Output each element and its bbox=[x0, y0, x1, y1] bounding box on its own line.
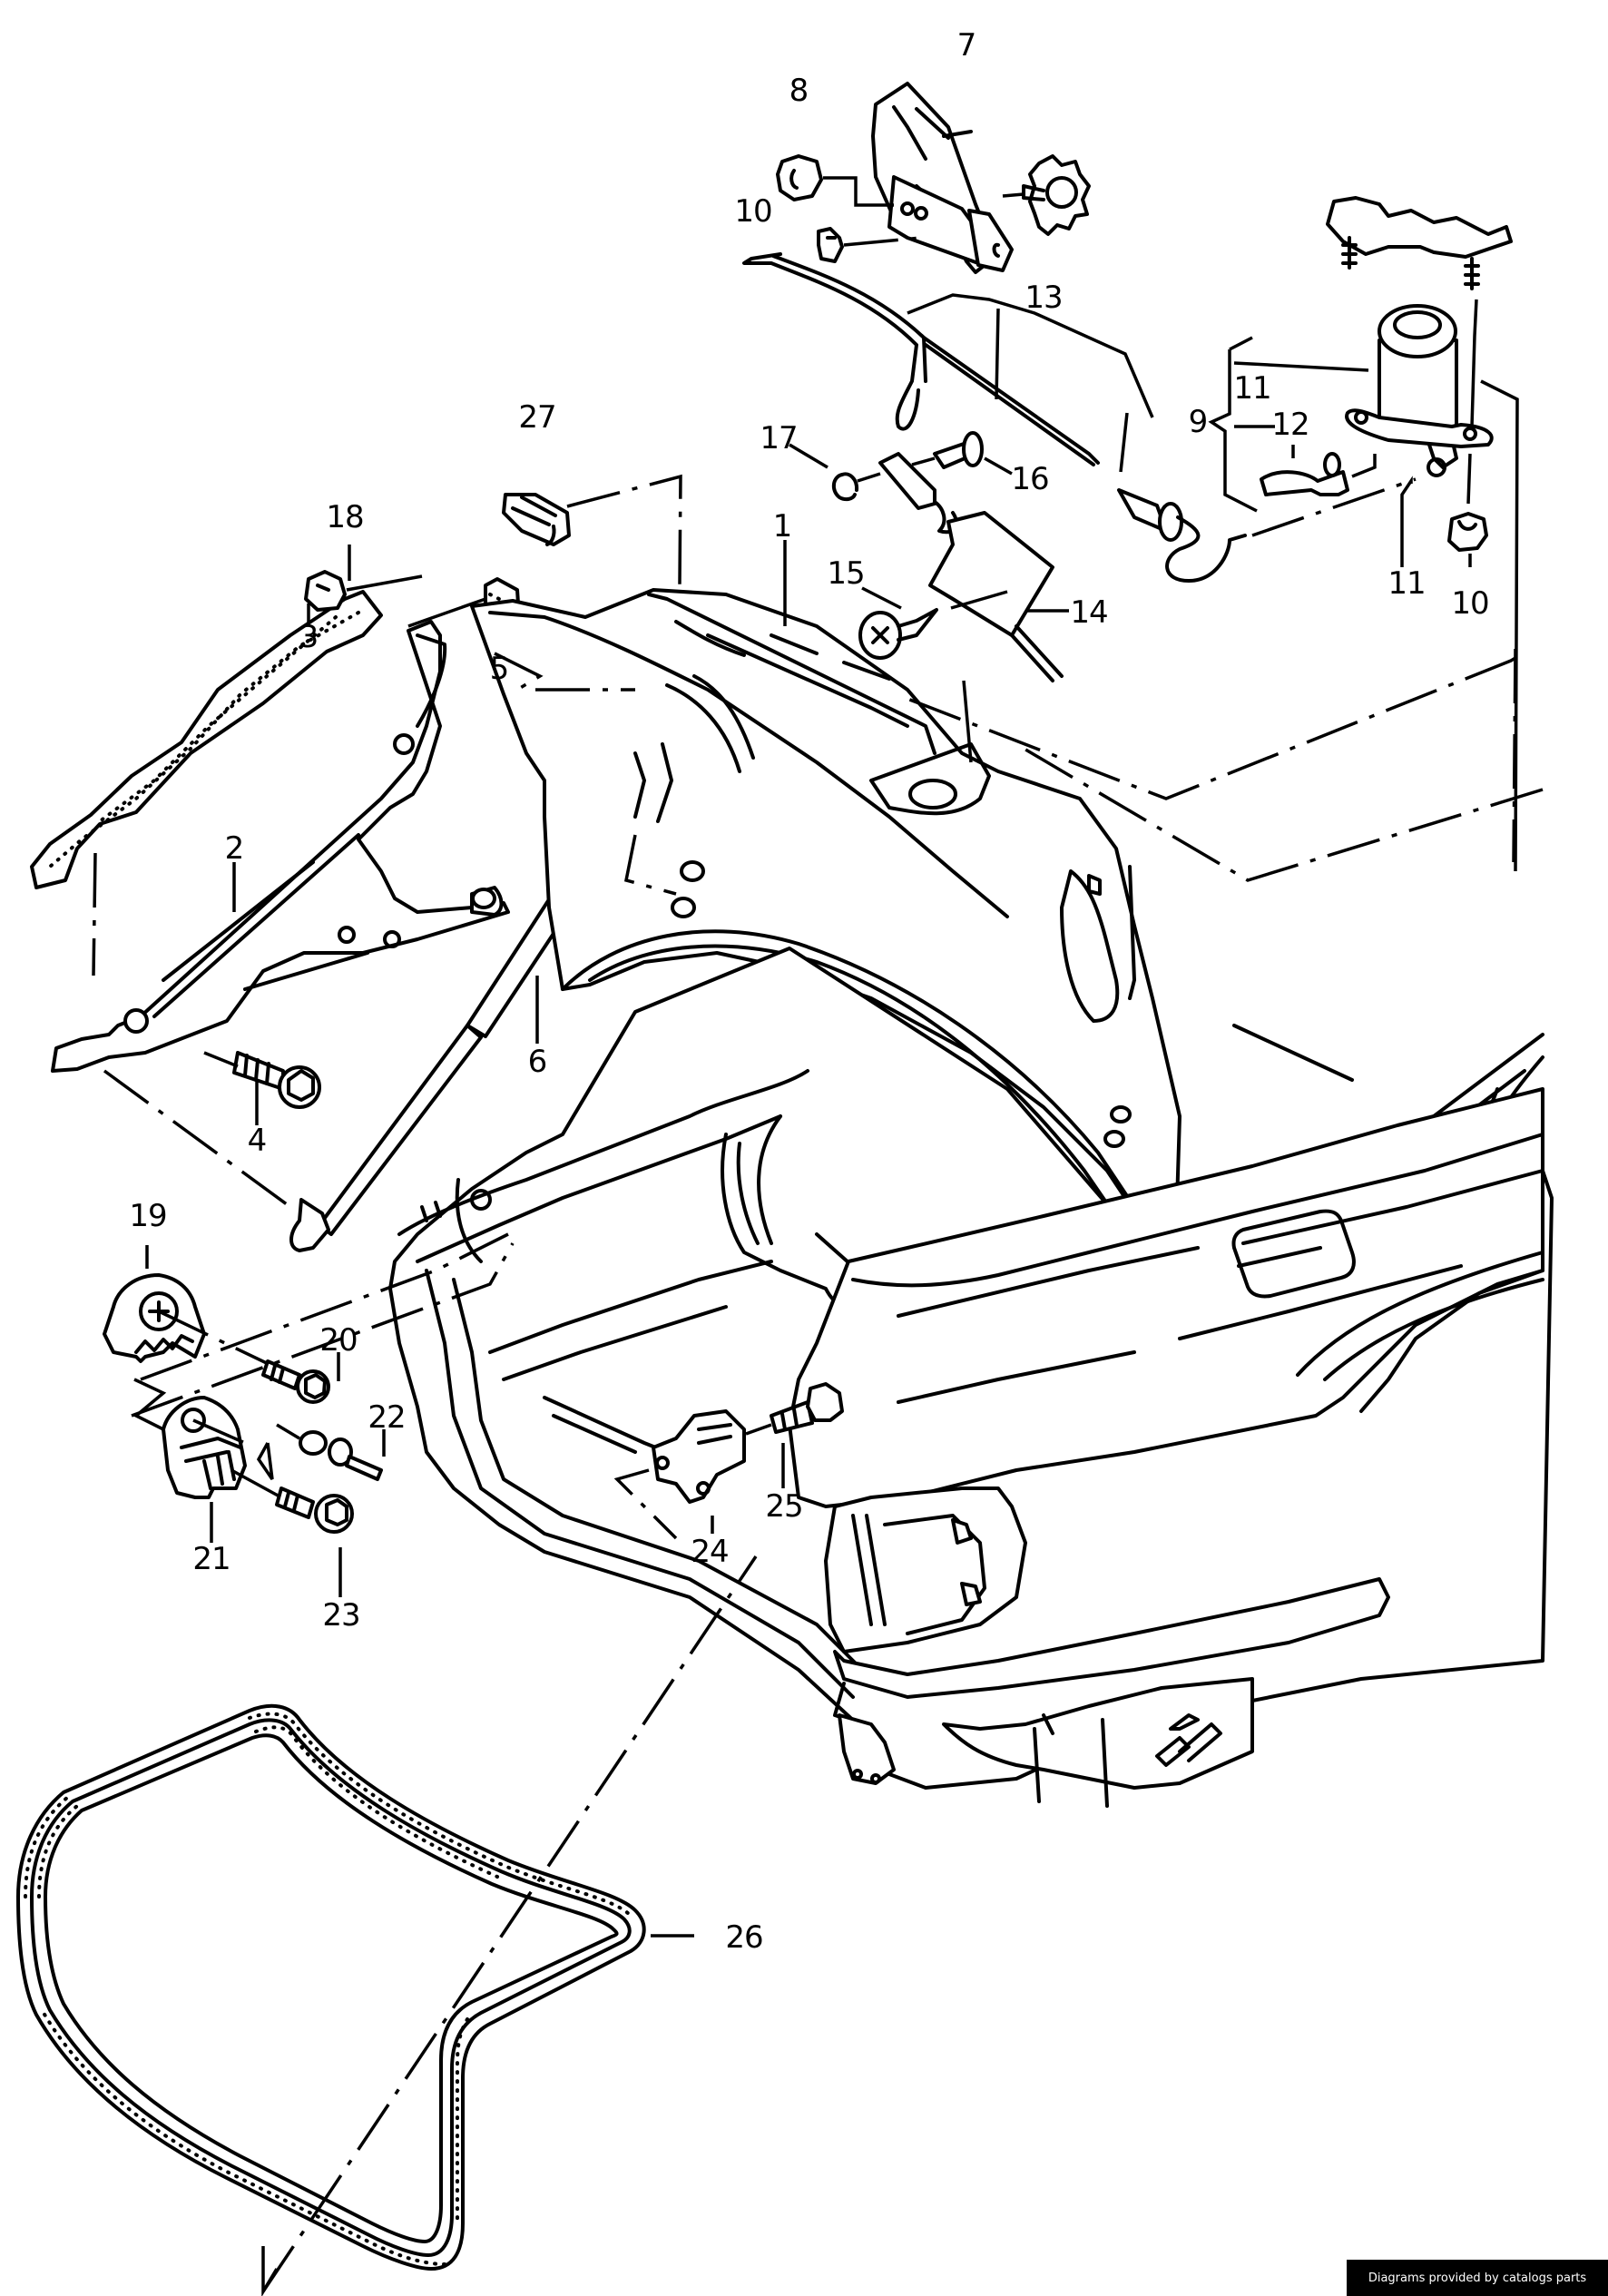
callout-1[interactable]: 1 bbox=[772, 508, 793, 545]
callout-24[interactable]: 24 bbox=[691, 1534, 729, 1570]
callout-26[interactable]: 26 bbox=[725, 1919, 763, 1956]
part-9-bracket bbox=[1208, 299, 1519, 872]
callout-14[interactable]: 14 bbox=[1070, 594, 1108, 631]
part-4-bolt[interactable] bbox=[203, 1051, 321, 1125]
part-14-release-bracket[interactable] bbox=[878, 452, 1069, 682]
reference-lines bbox=[494, 652, 1544, 882]
part-21-buffer[interactable] bbox=[162, 1396, 274, 1543]
callout-11-bottom[interactable]: 11 bbox=[1387, 565, 1426, 602]
callout-7[interactable]: 7 bbox=[956, 27, 977, 64]
part-7-lock[interactable] bbox=[871, 82, 1014, 274]
part-1-trunk-lid[interactable] bbox=[470, 540, 1181, 1263]
callout-5[interactable]: 5 bbox=[489, 651, 510, 687]
car-rear-quarter bbox=[788, 1087, 1544, 1508]
part-8-nut[interactable] bbox=[776, 154, 894, 207]
part-22-pin[interactable] bbox=[276, 1423, 386, 1481]
callout-12[interactable]: 12 bbox=[1271, 407, 1309, 443]
callout-25[interactable]: 25 bbox=[765, 1488, 803, 1525]
callout-6[interactable]: 6 bbox=[527, 1044, 548, 1080]
callout-9[interactable]: 9 bbox=[1188, 404, 1209, 440]
part-10-nut-right[interactable] bbox=[1447, 512, 1488, 567]
part-roof-fragment bbox=[1326, 196, 1513, 290]
callout-22[interactable]: 22 bbox=[368, 1399, 406, 1436]
part-18-trim[interactable] bbox=[30, 545, 383, 976]
diagram-credit-text: Diagrams provided by catalogs parts bbox=[1368, 2271, 1587, 2285]
callout-11-top[interactable]: 11 bbox=[1233, 370, 1271, 407]
part-20-bolt[interactable] bbox=[261, 1352, 340, 1404]
car-taillight-bumper bbox=[824, 1487, 1390, 1808]
callout-2[interactable]: 2 bbox=[224, 830, 245, 867]
part-11-switch-housing[interactable] bbox=[1345, 304, 1494, 477]
part-13-bracket bbox=[907, 293, 1154, 473]
part-26-weatherstrip[interactable] bbox=[16, 1555, 758, 2296]
part-7-star-knob[interactable] bbox=[1002, 154, 1091, 236]
callout-27[interactable]: 27 bbox=[518, 399, 556, 436]
diagram-credit-banner: Diagrams provided by catalogs parts bbox=[1347, 2260, 1608, 2296]
part-25-bolt[interactable] bbox=[745, 1382, 844, 1488]
callout-20[interactable]: 20 bbox=[319, 1322, 358, 1359]
part-16-pin[interactable] bbox=[911, 431, 1013, 476]
callout-21[interactable]: 21 bbox=[192, 1541, 230, 1577]
part-19-buffer[interactable] bbox=[103, 1232, 515, 1431]
callout-15[interactable]: 15 bbox=[827, 555, 865, 592]
part-15-screw[interactable] bbox=[858, 586, 1008, 660]
callout-13[interactable]: 13 bbox=[1025, 280, 1063, 316]
part-10-clip-top[interactable] bbox=[817, 227, 922, 263]
callout-8[interactable]: 8 bbox=[789, 73, 809, 109]
part-23-bolt[interactable] bbox=[230, 1468, 354, 1597]
part-17-circlip[interactable] bbox=[789, 443, 881, 502]
part-3-nut[interactable] bbox=[304, 570, 423, 626]
callout-10-top[interactable]: 10 bbox=[734, 193, 772, 230]
callout-3[interactable]: 3 bbox=[299, 619, 319, 655]
callout-23[interactable]: 23 bbox=[322, 1597, 360, 1634]
part-2-hinge[interactable] bbox=[51, 620, 510, 1209]
callout-16[interactable]: 16 bbox=[1011, 461, 1049, 497]
part-12-contact-clip[interactable] bbox=[1260, 445, 1377, 496]
callout-10-right[interactable]: 10 bbox=[1451, 585, 1489, 622]
part-24-latch-striker[interactable] bbox=[613, 1409, 746, 1540]
callout-17[interactable]: 17 bbox=[760, 420, 798, 456]
part-13-linkage-rod[interactable] bbox=[742, 252, 1100, 466]
callout-19[interactable]: 19 bbox=[129, 1198, 167, 1234]
callout-4[interactable]: 4 bbox=[247, 1123, 268, 1159]
part-13-cable-hook[interactable] bbox=[1117, 477, 1417, 583]
callout-18[interactable]: 18 bbox=[326, 499, 364, 535]
